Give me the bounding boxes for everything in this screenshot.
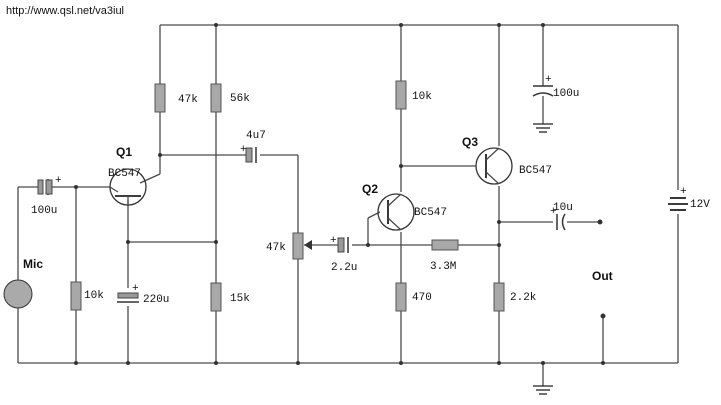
- junction-dots: [74, 23, 605, 365]
- potentiometer-47k: [292, 232, 312, 260]
- resistor-56k: [210, 83, 222, 113]
- capacitor-220u: [117, 292, 139, 303]
- transistor-q2: [377, 193, 415, 231]
- capacitor-4u7: [245, 147, 257, 163]
- capacitor-4u7-label: 4u7: [246, 130, 266, 142]
- q2-name: Q2: [362, 182, 378, 196]
- capacitor-10u-output-plus: +: [550, 206, 557, 218]
- q1-name: Q1: [116, 145, 132, 159]
- resistor-15k-label: 15k: [230, 293, 250, 305]
- capacitor-100u-input-plus: +: [55, 175, 62, 187]
- capacitor-100u-supply-label: 100u: [553, 88, 579, 100]
- resistor-47k-label: 47k: [178, 94, 198, 106]
- transistor-q3: [475, 147, 513, 185]
- wires: [17, 24, 679, 386]
- capacitor-2u2-plus: +: [330, 235, 337, 247]
- capacitor-220u-plus: +: [132, 283, 139, 295]
- capacitor-2u2-label: 2.2u: [331, 262, 357, 274]
- resistor-3m3-label: 3.3M: [430, 261, 456, 273]
- microphone-icon: [3, 279, 33, 309]
- resistor-10k-q1: [70, 281, 82, 311]
- capacitor-4u7-plus: +: [240, 144, 247, 156]
- source-url: http://www.qsl.net/va3iul: [6, 5, 124, 17]
- capacitor-2u2: [337, 237, 349, 253]
- mic-label: Mic: [23, 257, 43, 271]
- output-terminal-icon: [597, 219, 603, 225]
- battery-icon: [668, 197, 688, 211]
- q1-type: BC547: [108, 168, 141, 180]
- q3-type: BC547: [519, 165, 552, 177]
- resistor-2k2: [493, 282, 505, 312]
- resistor-15k: [210, 282, 222, 312]
- resistor-10k-q2: [395, 80, 407, 110]
- q2-type: BC547: [414, 207, 447, 219]
- resistor-10k-q1-label: 10k: [84, 290, 104, 302]
- ground-icon: [533, 123, 553, 133]
- resistor-56k-label: 56k: [230, 93, 250, 105]
- resistor-3m3: [431, 239, 459, 251]
- resistor-2k2-label: 2.2k: [510, 292, 537, 304]
- q3-name: Q3: [462, 135, 478, 149]
- transistor-q1: [109, 168, 147, 206]
- supply-label: 12V: [690, 199, 710, 211]
- resistor-47k: [154, 83, 166, 113]
- resistor-470: [395, 282, 407, 312]
- resistor-470-label: 470: [412, 292, 432, 304]
- potentiometer-47k-label: 47k: [266, 242, 286, 254]
- capacitor-10u-output: [556, 213, 566, 231]
- capacitor-100u-supply: [532, 85, 554, 97]
- supply-plus: +: [680, 186, 687, 198]
- capacitor-10u-output-label: 10u: [553, 202, 573, 214]
- capacitor-100u-input-label: 100u: [31, 205, 57, 217]
- capacitor-100u-supply-plus: +: [545, 74, 552, 86]
- out-label: Out: [592, 269, 613, 283]
- ground-icon: [533, 385, 553, 395]
- capacitor-100u-input: [37, 179, 53, 195]
- resistor-10k-q2-label: 10k: [412, 91, 432, 103]
- output-ground-terminal-icon: [600, 313, 606, 319]
- capacitor-220u-label: 220u: [143, 294, 169, 306]
